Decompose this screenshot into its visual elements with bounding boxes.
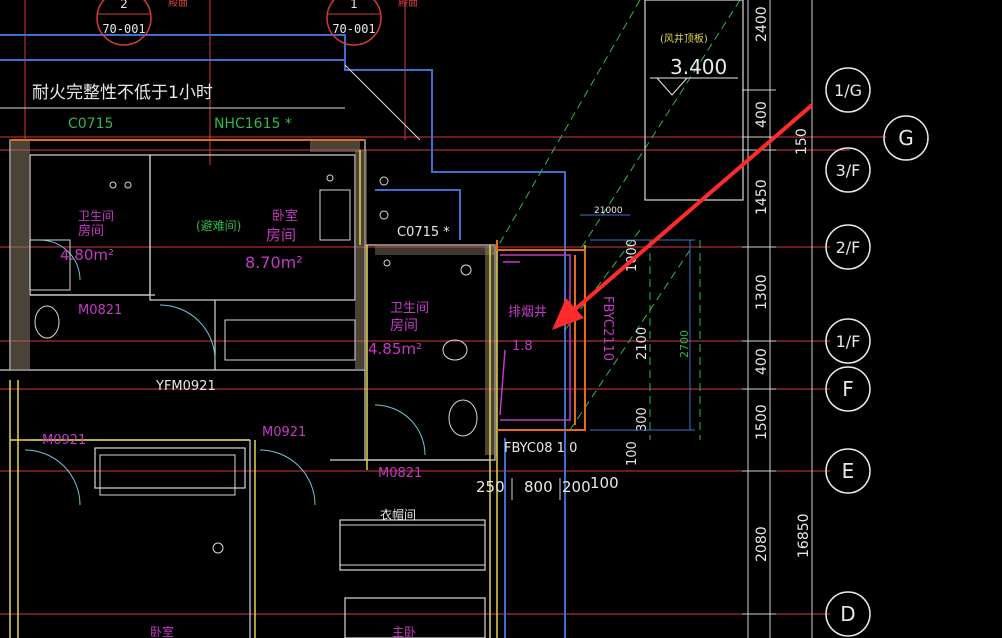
dim-1450: 1450 (754, 179, 770, 215)
axis-label-g: G (898, 126, 914, 150)
axis-label-e: E (842, 459, 855, 483)
dim-200: 200 (562, 478, 591, 496)
axis-labels: 1/G G 3/F 2/F 1/F F E D (834, 81, 914, 626)
fire-note: 耐火完整性不低于1小时 (32, 83, 213, 103)
dim-2400: 2400 (754, 6, 770, 42)
axis-label-2f: 2/F (836, 238, 861, 257)
bath1-area: 4.80m² (60, 246, 114, 264)
bed-area: 8.70m² (245, 253, 303, 272)
dim-250: 250 (476, 478, 505, 496)
shaft-label: (风井顶板) (660, 32, 708, 45)
detail-ref-1-note: 殿面 (168, 0, 188, 9)
axis-bubbles (825, 67, 929, 637)
dim-400-b: 400 (754, 348, 770, 375)
axis-bubble-g (883, 115, 929, 161)
axis-label-3f: 3/F (836, 161, 861, 180)
axis-label-1g: 1/G (834, 81, 862, 100)
door-m0921-b: M0921 (262, 425, 306, 440)
hatched-walls (10, 140, 497, 455)
window-fbyc2110: FBYC2110 (600, 296, 615, 361)
bath2-area: 4.85m² (368, 340, 422, 358)
dim-1500: 1500 (754, 404, 770, 440)
door-m0821-a: M0821 (78, 303, 122, 318)
axis-bubble-1g (825, 67, 871, 113)
shaft-elevation: 3.400 (670, 55, 727, 79)
bottom-dim-ticks (511, 478, 561, 500)
flue-size: 1.8 (512, 339, 533, 354)
dim-2700: 2700 (678, 330, 691, 358)
dim-300: 300 (635, 407, 650, 432)
inner-dim-lines (580, 214, 695, 431)
axis-bubble-e (825, 448, 871, 494)
refuge-room: (避难间) (196, 219, 241, 233)
blue-outline (0, 34, 566, 638)
axis-bubble-f (825, 366, 871, 412)
detail-ref-2-top: 1 (350, 0, 358, 11)
bath1-type: 卫生间 (78, 209, 114, 223)
window-nhc1615: NHC1615 * (214, 116, 292, 132)
bath1-name: 房间 (78, 223, 104, 239)
annotation-arrow (552, 103, 814, 330)
dim-800: 800 (524, 478, 553, 496)
fixtures (29, 174, 486, 566)
bed-name: 房间 (266, 226, 296, 244)
bath2-type: 卫生间 (390, 301, 429, 316)
shaft-elev-marker (656, 77, 688, 96)
axis-label-d: D (840, 602, 855, 626)
door-yfm0921: YFM0921 (155, 379, 216, 394)
bottom-dims: 250 800 200 100 (476, 474, 619, 496)
axis-bubble-1f (825, 318, 871, 364)
inner-dims: 2100 2700 1000 300 100 21000 (594, 206, 691, 466)
detail-ref-1-top: 2 (120, 0, 128, 11)
dim-150: 150 (794, 128, 810, 155)
axis-bubble-3f (825, 147, 871, 193)
detail-ref-2-note: 殿面 (398, 0, 418, 9)
dim-2100: 2100 (635, 327, 650, 360)
axis-bubble-d (825, 591, 871, 637)
detail-ref-2: 1 70-001 殿面 (326, 0, 418, 46)
dim-2080: 2080 (754, 526, 770, 562)
detail-ref-1-bottom: 70-001 (102, 22, 145, 36)
bath2-name: 房间 (390, 318, 418, 334)
bed-type: 卧室 (272, 208, 298, 224)
flue-magenta-outline (499, 254, 571, 421)
door-swings (24, 239, 426, 506)
flue-orange-walls (10, 139, 586, 431)
dim-100: 100 (625, 441, 640, 466)
dim-21000: 21000 (594, 206, 623, 216)
window-c0715-a: C0715 (68, 116, 113, 132)
detail-ref-1: 2 70-001 殿面 (96, 0, 188, 46)
leader-line (344, 64, 421, 141)
dim-400-a: 400 (754, 101, 770, 128)
window-fbyc0810: FBYC08 1 0 (504, 441, 577, 456)
master-room: 主卧 (392, 625, 416, 638)
bed2-room: 卧室 (150, 624, 174, 638)
axis-label-1f: 1/F (836, 332, 861, 351)
axis-bubble-2f (825, 224, 871, 270)
dim-16850: 16850 (796, 513, 812, 558)
flue-name: 排烟井 (508, 305, 547, 320)
axis-label-f: F (842, 377, 854, 401)
detail-ref-2-bottom: 70-001 (332, 22, 375, 36)
dim-1300: 1300 (754, 274, 770, 310)
window-c0715-b: C0715 * (397, 225, 450, 240)
closet-room: 衣帽间 (380, 507, 416, 522)
door-m0821-b: M0821 (378, 466, 422, 481)
dim-100-bottom: 100 (590, 474, 619, 492)
right-dims: 2400 400 150 1450 1300 400 1500 2080 168… (754, 6, 812, 562)
door-m0921-a: M0921 (42, 433, 86, 448)
